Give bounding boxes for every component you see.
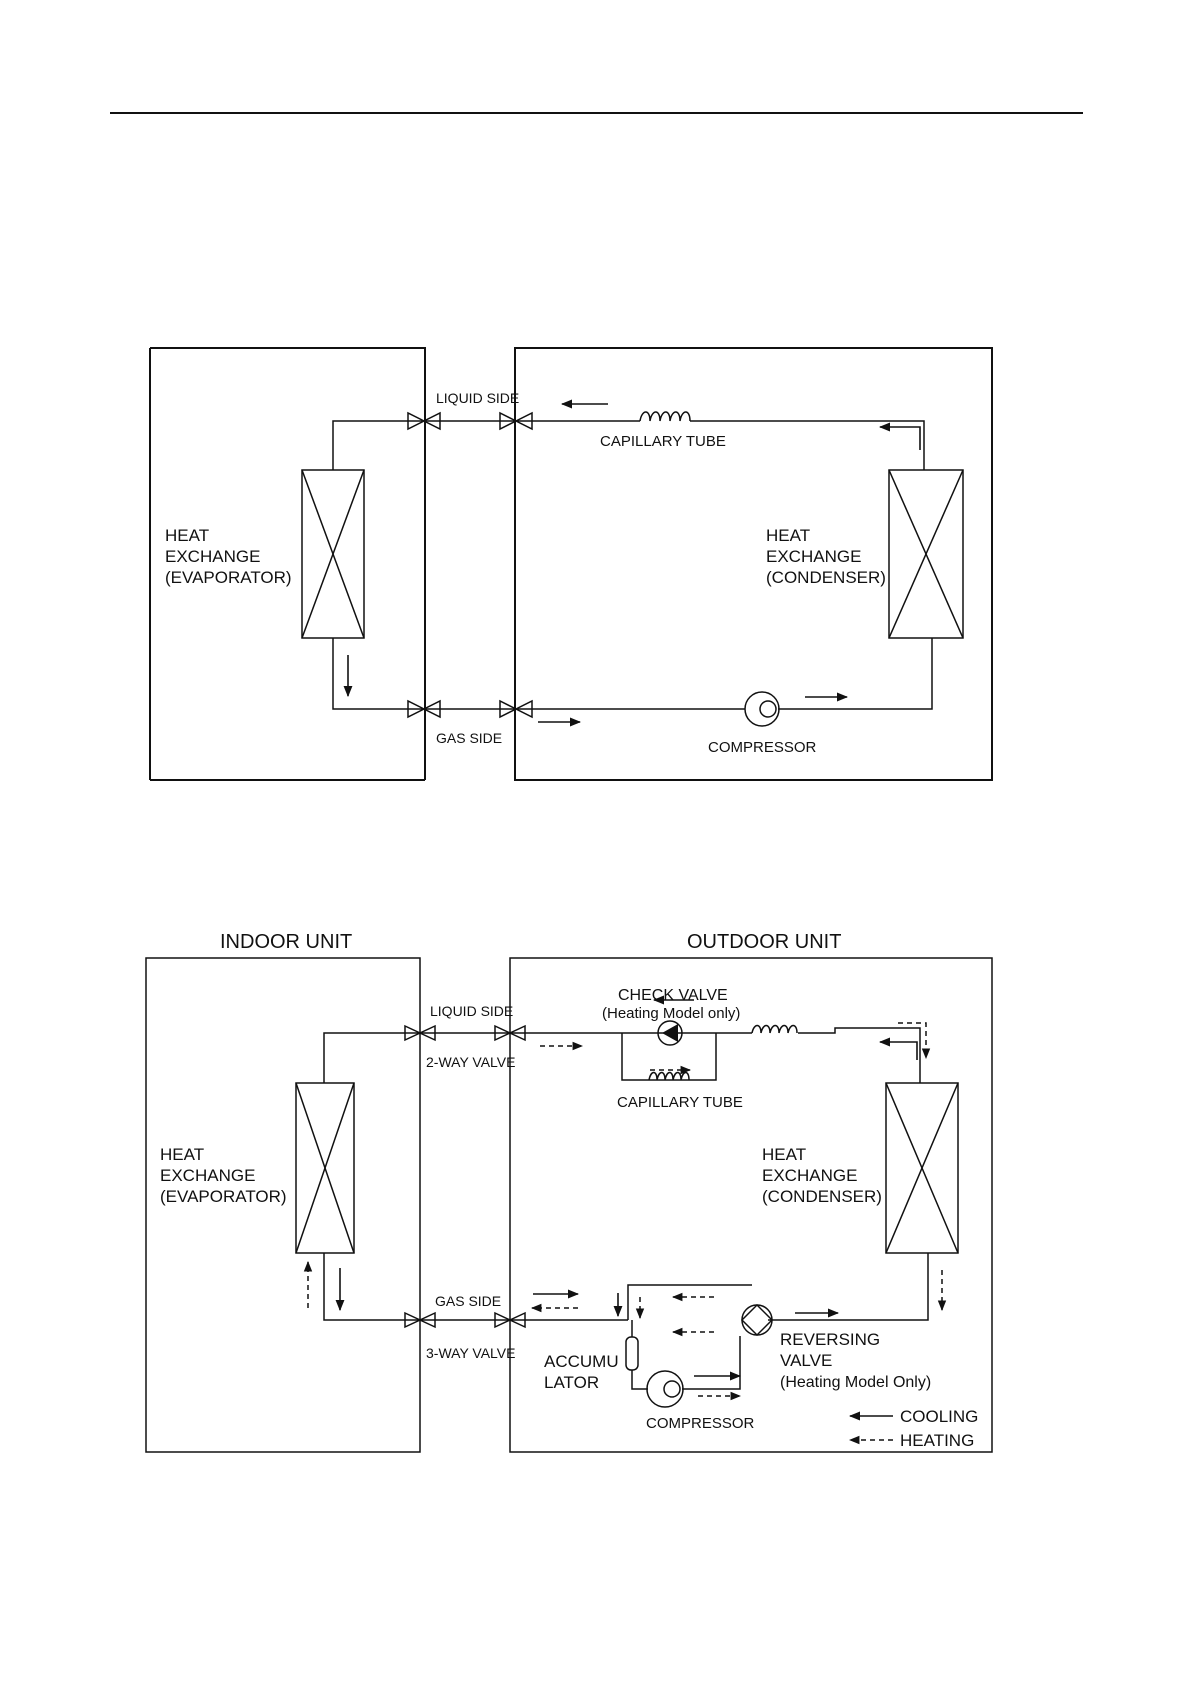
legend-heating-label: HEATING xyxy=(900,1431,974,1450)
condenser-label-line1: HEAT xyxy=(766,526,810,545)
accumulator-label-line2: LATOR xyxy=(544,1373,599,1392)
compressor-1 xyxy=(744,691,780,727)
evaporator-coil-1 xyxy=(301,469,365,639)
evaporator-label-line1: HEAT xyxy=(165,526,209,545)
check-valve-note: (Heating Model only) xyxy=(602,1005,740,1022)
evaporator-label-line3-2: (EVAPORATOR) xyxy=(160,1187,287,1206)
evaporator-coil-2 xyxy=(295,1082,355,1254)
accumulator xyxy=(625,1336,639,1371)
reversing-valve-note: (Heating Model Only) xyxy=(780,1374,931,1391)
compressor-label-2: COMPRESSOR xyxy=(646,1415,755,1432)
capillary-tube-coil-1 xyxy=(639,411,691,422)
two-way-valve xyxy=(494,1024,526,1042)
flow-arrow xyxy=(878,422,921,450)
legend-cooling-label: COOLING xyxy=(900,1407,978,1426)
reversing-valve-label-line1: REVERSING xyxy=(780,1330,880,1349)
indoor-unit-title: INDOOR UNIT xyxy=(220,931,352,953)
outdoor-unit-box-2 xyxy=(509,957,993,1453)
condenser-label-line1-2: HEAT xyxy=(762,1145,806,1164)
evaporator-label-line2: EXCHANGE xyxy=(165,547,260,566)
compressor-2 xyxy=(646,1370,684,1408)
valve-gas-outdoor-1 xyxy=(499,699,533,719)
heating-flow-arrow xyxy=(898,1022,931,1060)
evaporator-label-line3: (EVAPORATOR) xyxy=(165,568,292,587)
liquid-side-label-2: LIQUID SIDE xyxy=(430,1003,513,1019)
liquid-line-1 xyxy=(332,420,925,470)
cooling-flow-arrow xyxy=(878,1037,918,1060)
indoor-unit-box-1 xyxy=(149,347,426,781)
accumulator-label-line1: ACCUMU xyxy=(544,1352,619,1371)
gas-side-label: GAS SIDE xyxy=(436,730,502,746)
two-way-valve-label: 2-WAY VALVE xyxy=(426,1054,515,1070)
legend: COOLING HEATING xyxy=(848,1407,978,1450)
evaporator-label-line2-2: EXCHANGE xyxy=(160,1166,255,1185)
liquid-line-2 xyxy=(323,1027,921,1083)
valve-liquid-indoor-2 xyxy=(404,1024,436,1042)
compressor-label: COMPRESSOR xyxy=(708,739,817,756)
capillary-tube-bypass xyxy=(648,1071,690,1081)
indoor-unit-box-2 xyxy=(145,957,421,1453)
cooling-only-diagram: LIQUID SIDE GAS SIDE CAPILLARY TUBE COMP… xyxy=(149,347,993,781)
outdoor-unit-box-1 xyxy=(514,347,993,781)
gas-line-2 xyxy=(323,1253,929,1390)
condenser-label-line2-2: EXCHANGE xyxy=(762,1166,857,1185)
valve-gas-indoor-2 xyxy=(404,1311,436,1329)
heat-pump-diagram: INDOOR UNIT OUTDOOR UNIT xyxy=(145,931,993,1453)
check-valve xyxy=(657,1020,683,1046)
gas-line-1 xyxy=(332,638,933,710)
outdoor-unit-title: OUTDOOR UNIT xyxy=(687,931,841,953)
condenser-label-line3-2: (CONDENSER) xyxy=(762,1187,882,1206)
capillary-tube-coil-2 xyxy=(751,1024,798,1034)
gas-side-label-2: GAS SIDE xyxy=(435,1293,501,1309)
valve-liquid-outdoor-1 xyxy=(499,411,533,431)
condenser-label-line3: (CONDENSER) xyxy=(766,568,886,587)
capillary-tube-label-2: CAPILLARY TUBE xyxy=(617,1094,743,1111)
check-valve-label: CHECK VALVE xyxy=(618,987,728,1004)
condenser-label-line2: EXCHANGE xyxy=(766,547,861,566)
valve-liquid-indoor-1 xyxy=(407,411,441,431)
capillary-tube-label: CAPILLARY TUBE xyxy=(600,433,726,450)
evaporator-label-line1-2: HEAT xyxy=(160,1145,204,1164)
reversing-valve xyxy=(740,1303,774,1337)
condenser-coil-2 xyxy=(885,1082,959,1254)
liquid-side-label: LIQUID SIDE xyxy=(436,390,519,406)
reversing-valve-label-line2: VALVE xyxy=(780,1351,832,1370)
three-way-valve-label: 3-WAY VALVE xyxy=(426,1345,515,1361)
valve-gas-indoor-1 xyxy=(407,699,441,719)
three-way-valve xyxy=(494,1311,526,1329)
condenser-coil-1 xyxy=(888,469,964,639)
